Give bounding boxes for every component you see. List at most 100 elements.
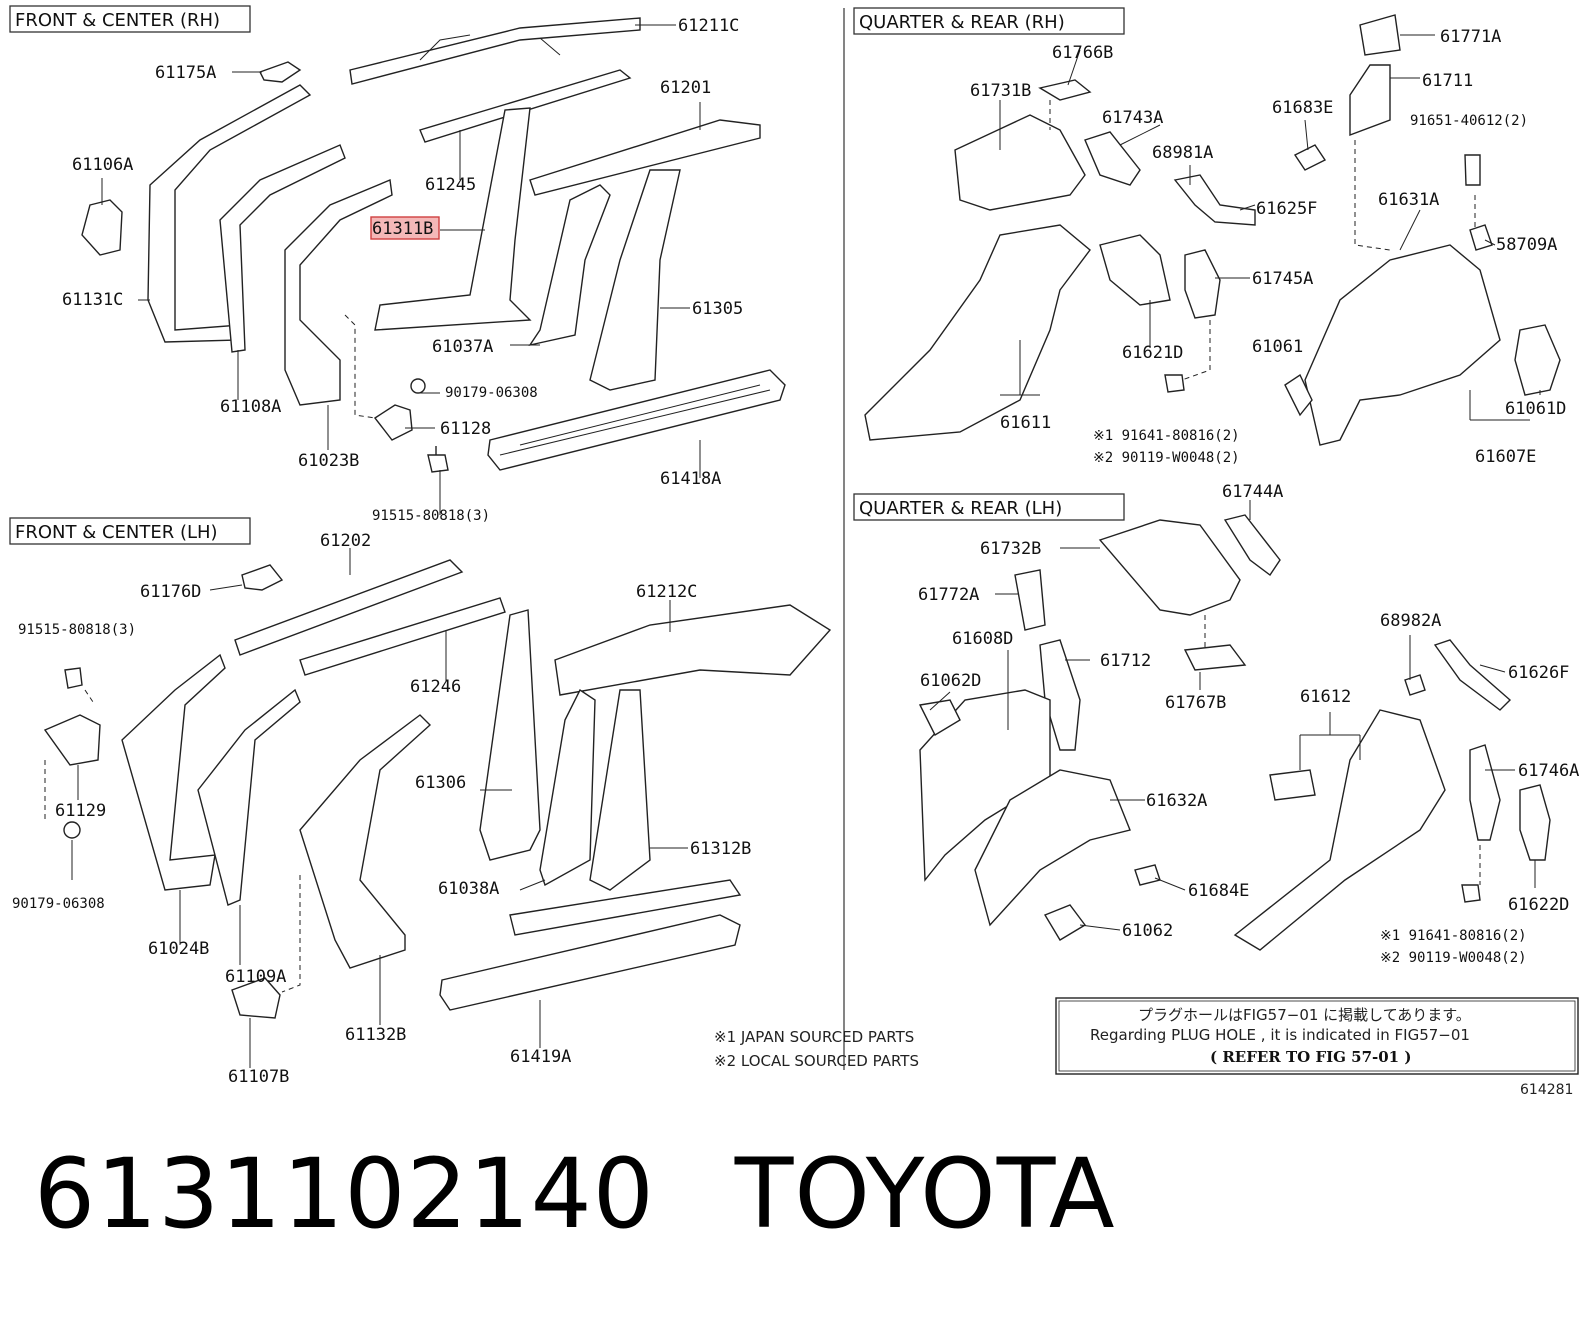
- part-shape-61246: [299, 597, 506, 676]
- part-shape-61418a: [487, 369, 786, 471]
- part-shape-61132b: [299, 714, 432, 969]
- part-shape-61175a: [259, 61, 302, 83]
- part-shape-61744a: [1223, 514, 1281, 577]
- part-label: 61608D: [952, 629, 1013, 649]
- part-label: 91651-40612(2): [1410, 113, 1528, 129]
- part-label: 61611: [1000, 413, 1051, 433]
- part-label: 61622D: [1508, 895, 1569, 915]
- part-label: 61731B: [970, 81, 1031, 101]
- part-label: 68981A: [1152, 143, 1213, 163]
- part-shape-61419a: [439, 914, 741, 1011]
- section-quarter-rh: QUARTER & REAR (RH): [853, 7, 1125, 35]
- part-label: 61683E: [1272, 98, 1333, 118]
- part-label: 61418A: [660, 469, 721, 489]
- part-label: 61625F: [1256, 199, 1317, 219]
- sourcing-legend: ※1 JAPAN SOURCED PARTS ※2 LOCAL SOURCED …: [714, 1028, 919, 1070]
- part-label: 61312B: [690, 839, 751, 859]
- part-shape-61626f: [1433, 639, 1512, 711]
- highlight-box-61311b: [370, 216, 440, 240]
- part-label: 61129: [55, 801, 106, 821]
- part-shape-roof-rail-inner: [529, 119, 761, 196]
- part-shape-61612: [1233, 709, 1446, 951]
- callout-local-rh: ※2 90119-W0048(2): [1093, 450, 1240, 466]
- part-label: 61684E: [1188, 881, 1249, 901]
- part-shape-61684e: [1134, 864, 1161, 886]
- part-shape-bolt-lh: [64, 667, 83, 689]
- part-shape-58709a: [1469, 224, 1493, 251]
- labels-front-lh: 61202 61176D 91515-80818(3) 61212C 61246…: [12, 531, 751, 1087]
- legend-local: ※2 LOCAL SOURCED PARTS: [714, 1052, 919, 1070]
- part-label: 61038A: [438, 879, 499, 899]
- part-label: 61712: [1100, 651, 1151, 671]
- part-shape-61766b: [1038, 79, 1092, 101]
- part-shape-61024b: [121, 653, 226, 891]
- part-shape-61621d: [1099, 234, 1171, 306]
- part-shape-sill-inner: [509, 879, 742, 936]
- part-label: 61202: [320, 531, 371, 551]
- part-shape-61732b: [1098, 519, 1241, 616]
- part-label: 90179-06308: [12, 896, 105, 912]
- part-shape-61129: [43, 714, 101, 766]
- part-label: 61211C: [678, 16, 739, 36]
- part-shape-61176d: [241, 564, 284, 591]
- part-shape-61037a: [528, 184, 611, 347]
- part-label: 61062D: [920, 671, 981, 691]
- part-label: 91515-80818(3): [18, 622, 136, 638]
- section-title-quarter-lh: QUARTER & REAR (LH): [859, 498, 1062, 519]
- part-shape-61202: [234, 559, 464, 656]
- part-label: 61626F: [1508, 663, 1569, 683]
- part-shape-front-pillar-inner: [219, 144, 346, 353]
- footer-part-number: 6131102140: [34, 1138, 655, 1250]
- part-shape-61743a: [1084, 131, 1141, 186]
- part-shape-nut-lh: [63, 821, 81, 839]
- part-label: 61745A: [1252, 269, 1313, 289]
- part-shape-bolt-rh: [1164, 374, 1185, 393]
- part-label: 61176D: [140, 582, 201, 602]
- parts-diagram: FRONT & CENTER (RH) FRONT & CENTER (LH) …: [9, 5, 1579, 1098]
- part-label: 61711: [1422, 71, 1473, 91]
- part-shape-61312b: [589, 689, 651, 891]
- part-label: 61767B: [1165, 693, 1226, 713]
- quarter-rh-parts: [864, 14, 1561, 446]
- part-label: 61419A: [510, 1047, 571, 1067]
- part-label: 61771A: [1440, 27, 1501, 47]
- part-label: 61246: [410, 677, 461, 697]
- part-shape-61683e: [1293, 144, 1327, 171]
- part-shape-roof-rail: [349, 17, 641, 85]
- labels-quarter-lh: 61744A 61732B 61772A 61608D 61712 68982A…: [918, 482, 1579, 966]
- labels-front-rh: 61211C 61175A 61201 61106A 61245 61311B …: [62, 16, 743, 524]
- part-label: 61175A: [155, 63, 216, 83]
- part-label: 58709A: [1496, 235, 1557, 255]
- part-label: 61107B: [228, 1067, 289, 1087]
- part-label: 61131C: [62, 290, 123, 310]
- part-label: 61108A: [220, 397, 281, 417]
- callout-local-lh: ※2 90119-W0048(2): [1380, 950, 1527, 966]
- part-shape-68982a: [1404, 674, 1426, 696]
- part-shape-61772a: [1014, 569, 1046, 631]
- part-label: 61023B: [298, 451, 359, 471]
- part-shape-61305: [589, 169, 681, 391]
- note-english: Regarding PLUG HOLE , it is indicated in…: [1090, 1026, 1470, 1044]
- note-japanese: プラグホールはFIG57−01 に掲載してあります。: [1138, 1006, 1471, 1024]
- part-shape-61061: [1284, 373, 1313, 417]
- part-label: 61128: [440, 419, 491, 439]
- part-label: 61201: [660, 78, 711, 98]
- part-label: 61245: [425, 175, 476, 195]
- part-label: 61305: [692, 299, 743, 319]
- part-label: 61743A: [1102, 108, 1163, 128]
- part-shape-61038a: [539, 688, 596, 887]
- part-shape-61212c: [554, 604, 832, 696]
- section-title-quarter-rh: QUARTER & REAR (RH): [859, 12, 1065, 33]
- part-label: 68982A: [1380, 611, 1441, 631]
- part-label: 61212C: [636, 582, 697, 602]
- part-shape-61632a: [974, 769, 1131, 927]
- part-label: 61037A: [432, 337, 493, 357]
- part-shape-front-pillar: [147, 84, 312, 343]
- legend-japan: ※1 JAPAN SOURCED PARTS: [714, 1028, 914, 1046]
- quarter-lh-parts: [918, 514, 1551, 951]
- part-shape-61023b: [284, 179, 393, 406]
- part-label: 61061: [1252, 337, 1303, 357]
- part-label: 61632A: [1146, 791, 1207, 811]
- part-shape-61746a: [1469, 744, 1501, 841]
